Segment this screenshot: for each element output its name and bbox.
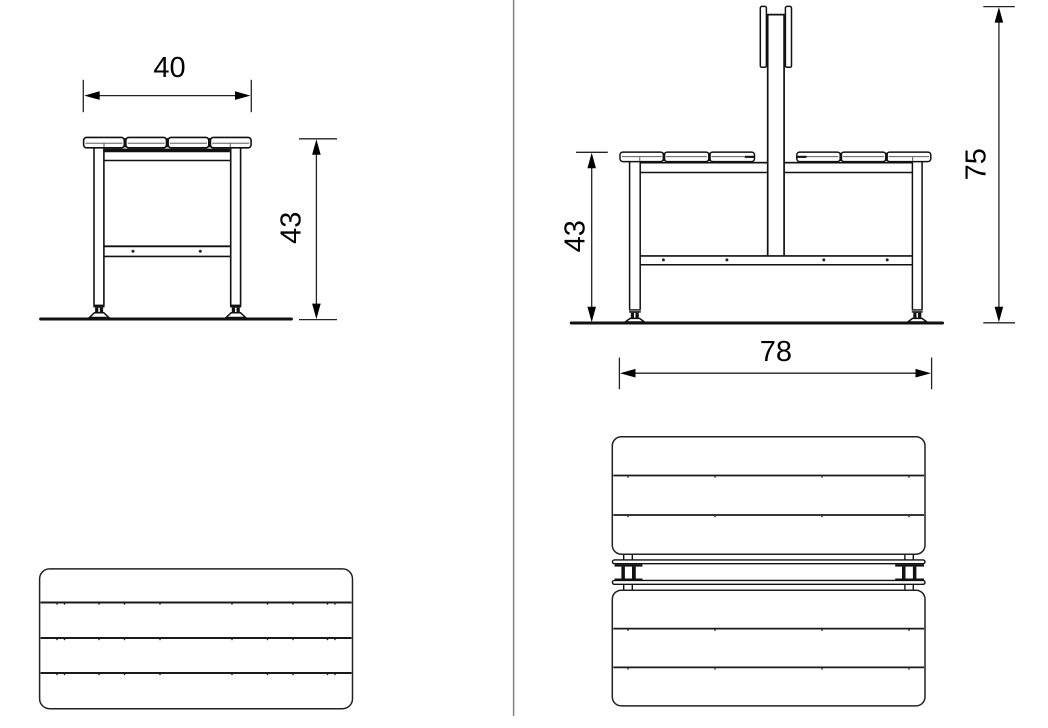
- svg-text:75: 75: [960, 148, 992, 180]
- svg-text:43: 43: [276, 212, 308, 244]
- svg-text:40: 40: [153, 52, 185, 84]
- svg-text:43: 43: [559, 220, 591, 252]
- svg-text:78: 78: [760, 336, 792, 368]
